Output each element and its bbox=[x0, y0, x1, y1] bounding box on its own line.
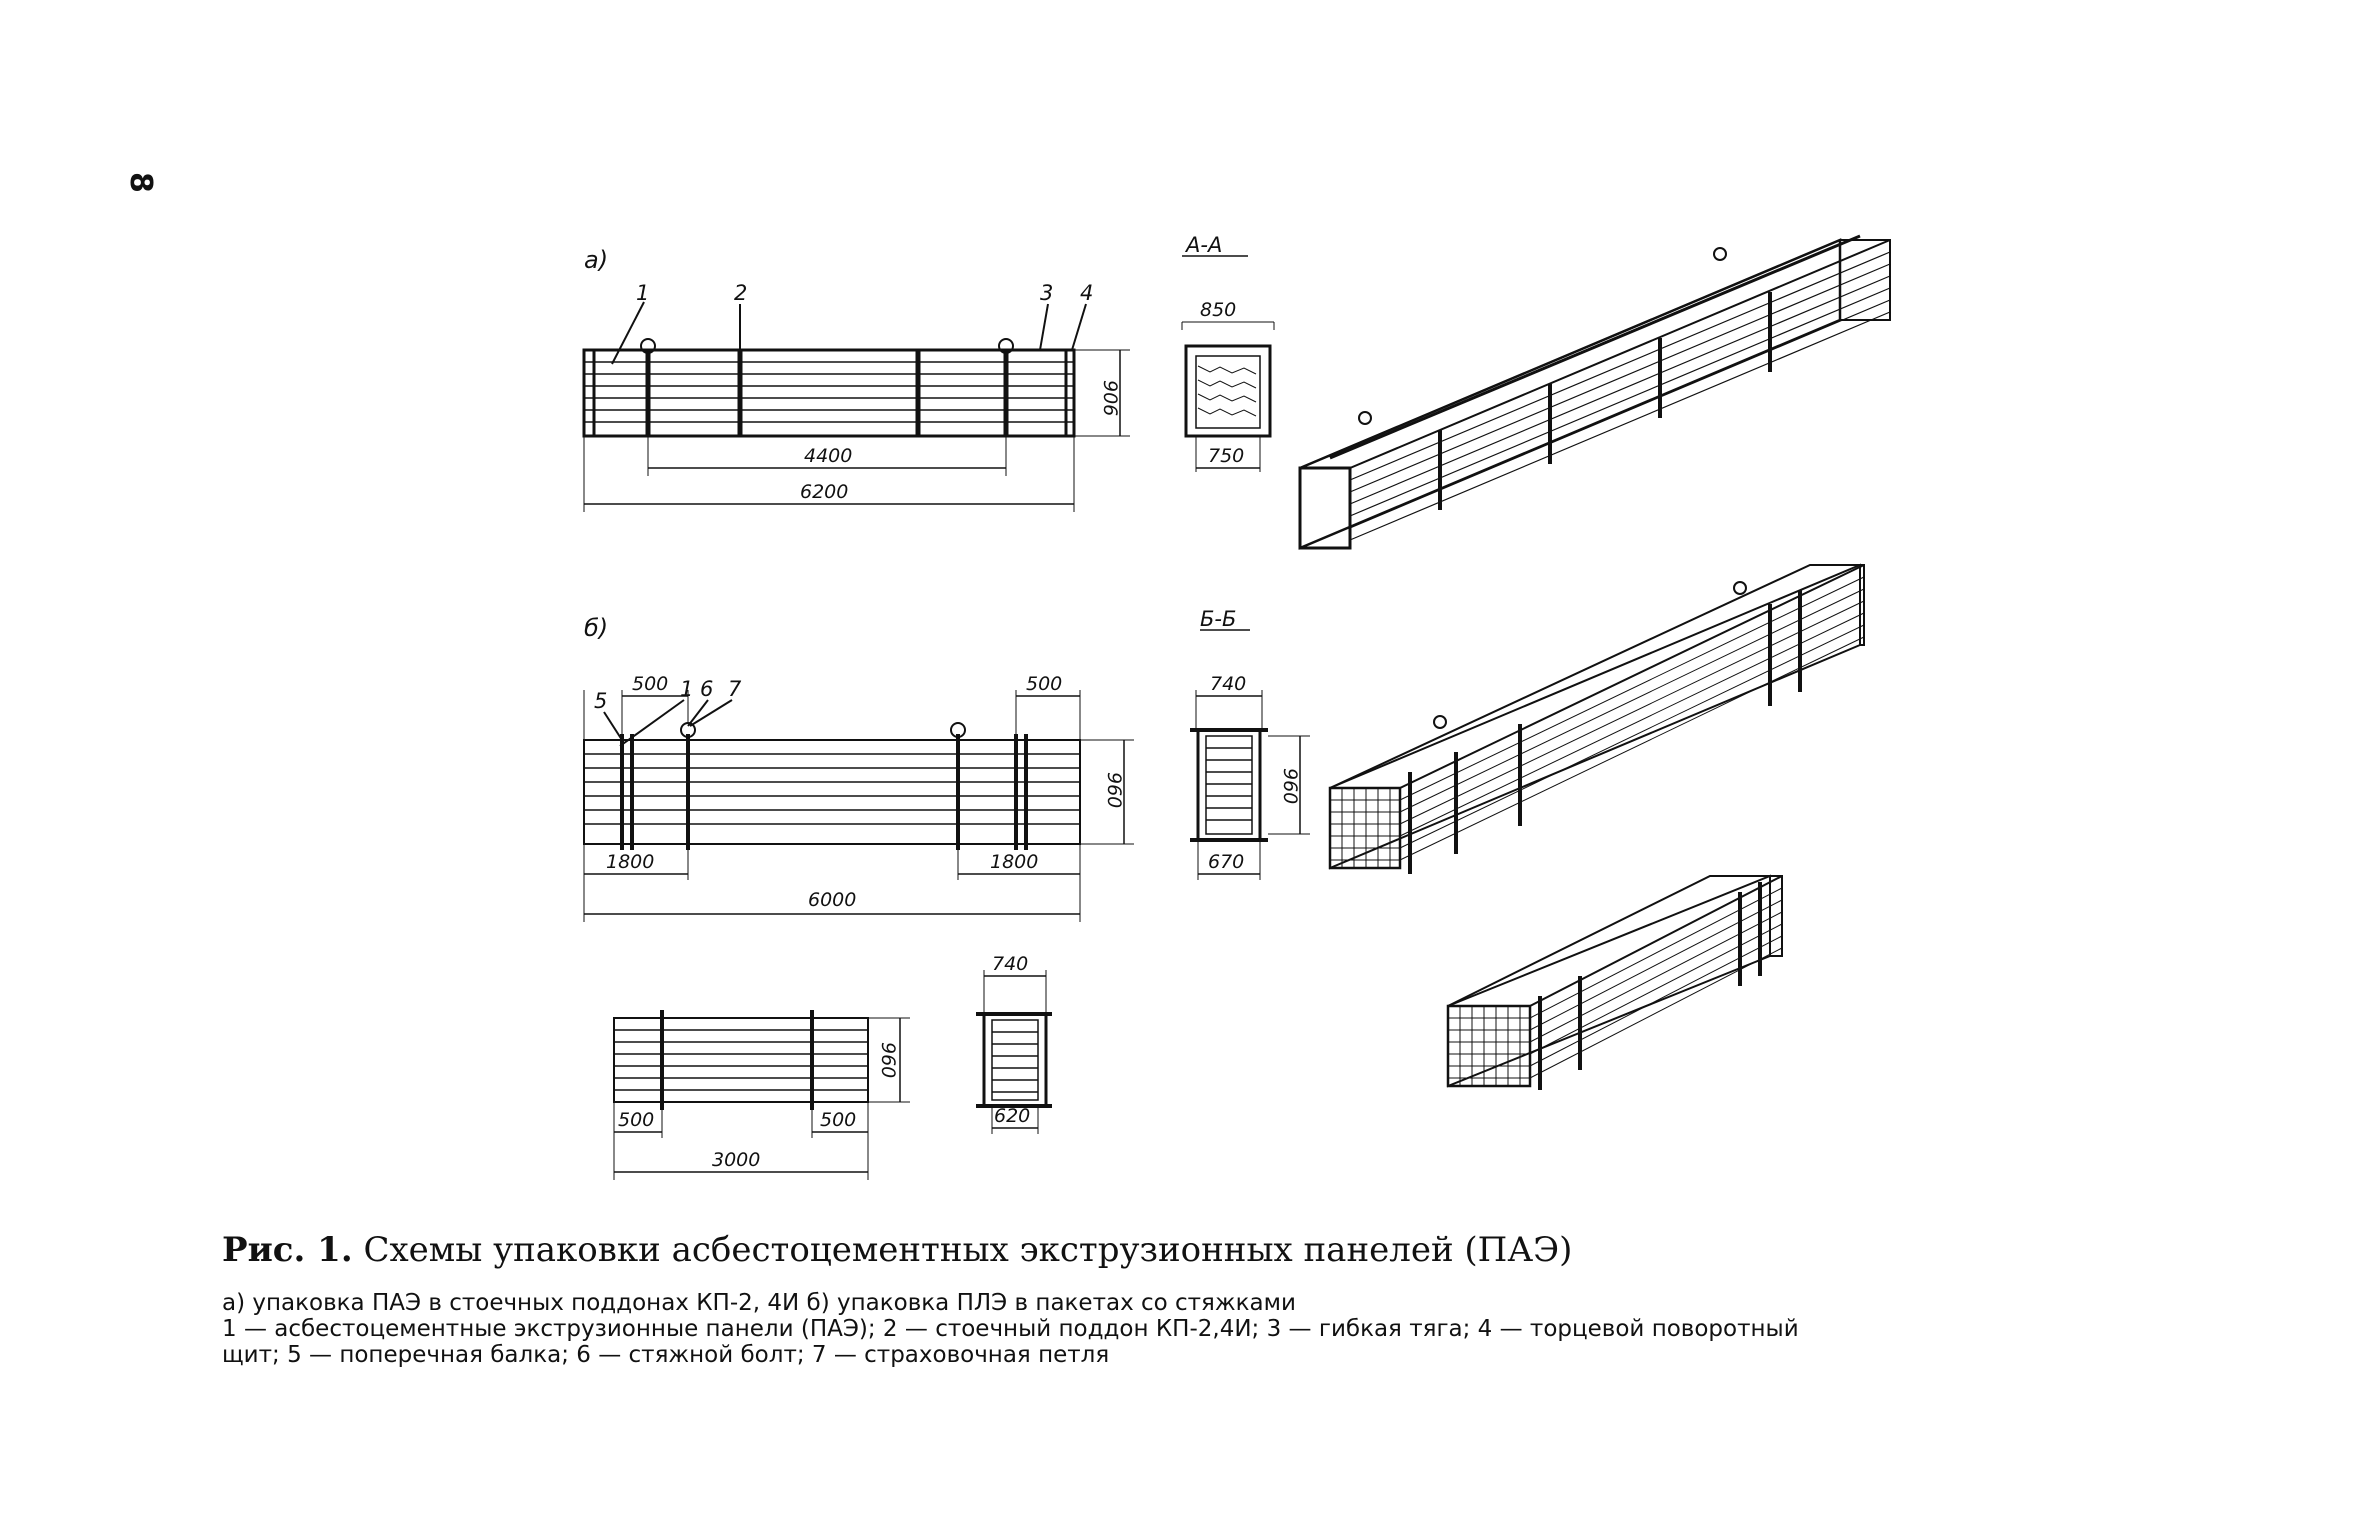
isometric-view-b bbox=[1328, 563, 1865, 874]
dim-a-inner: 4400 bbox=[804, 445, 852, 467]
view-c-elevation bbox=[613, 1010, 910, 1180]
dim-aa-top: 850 bbox=[1200, 299, 1236, 321]
section-bb bbox=[1190, 629, 1310, 880]
figure-title: Схемы упаковки асбестоцементных экструзи… bbox=[363, 1230, 1573, 1270]
isometric-view-c bbox=[1446, 874, 1783, 1090]
dim-bb-height: 960 bbox=[1279, 768, 1301, 804]
dim-b-right-top: 500 bbox=[1026, 673, 1062, 695]
section-bb-label: Б-Б bbox=[1200, 607, 1236, 631]
dim-bb-top: 740 bbox=[1210, 673, 1246, 695]
dim-c-left: 500 bbox=[618, 1109, 654, 1131]
dim-cs-top: 740 bbox=[992, 953, 1028, 975]
section-aa bbox=[1181, 255, 1275, 472]
dim-a-height: 906 bbox=[1099, 380, 1121, 416]
section-c bbox=[976, 970, 1052, 1134]
figure-legend: а) упаковка ПАЭ в стоечных поддонах КП-2… bbox=[222, 1290, 2222, 1368]
callout-1: 1 bbox=[636, 281, 649, 305]
dim-c-right: 500 bbox=[820, 1109, 856, 1131]
dim-c-total: 3000 bbox=[712, 1149, 760, 1171]
dim-b-left-top: 500 bbox=[632, 673, 668, 695]
dim-cs-bottom: 620 bbox=[994, 1105, 1030, 1127]
legend-line-2: 1 — асбестоцементные экструзионные панел… bbox=[222, 1316, 1799, 1342]
callout-6: 6 bbox=[700, 677, 713, 701]
callout-7: 7 bbox=[728, 677, 742, 701]
dim-b-right-bottom: 1800 bbox=[990, 851, 1038, 873]
view-a-label: а) bbox=[584, 246, 608, 274]
dim-aa-bottom: 750 bbox=[1208, 445, 1244, 467]
view-a-elevation bbox=[582, 301, 1130, 512]
dim-b-height: 960 bbox=[1103, 772, 1125, 808]
dim-b-total: 6000 bbox=[808, 889, 856, 911]
callout-4: 4 bbox=[1080, 281, 1093, 305]
dim-c-height: 960 bbox=[877, 1042, 899, 1078]
callout-1b: 1 bbox=[680, 677, 693, 701]
view-b-label: б) bbox=[584, 614, 608, 642]
callout-2: 2 bbox=[734, 281, 747, 305]
dim-bb-bottom: 670 bbox=[1208, 851, 1244, 873]
section-aa-label: А-А bbox=[1184, 233, 1222, 257]
dim-a-total: 6200 bbox=[800, 481, 848, 503]
callout-5: 5 bbox=[594, 689, 607, 713]
legend-line-3: щит; 5 — поперечная балка; 6 — стяжной б… bbox=[222, 1342, 1110, 1368]
figure-number: Рис. 1. bbox=[222, 1230, 353, 1270]
callout-3: 3 bbox=[1040, 281, 1053, 305]
dim-b-left-bottom: 1800 bbox=[606, 851, 654, 873]
figure-caption: Рис. 1. Схемы упаковки асбестоцементных … bbox=[222, 1230, 1572, 1270]
isometric-view-a bbox=[1298, 234, 1891, 550]
view-b-elevation bbox=[583, 690, 1134, 922]
legend-line-1: а) упаковка ПАЭ в стоечных поддонах КП-2… bbox=[222, 1290, 1296, 1316]
